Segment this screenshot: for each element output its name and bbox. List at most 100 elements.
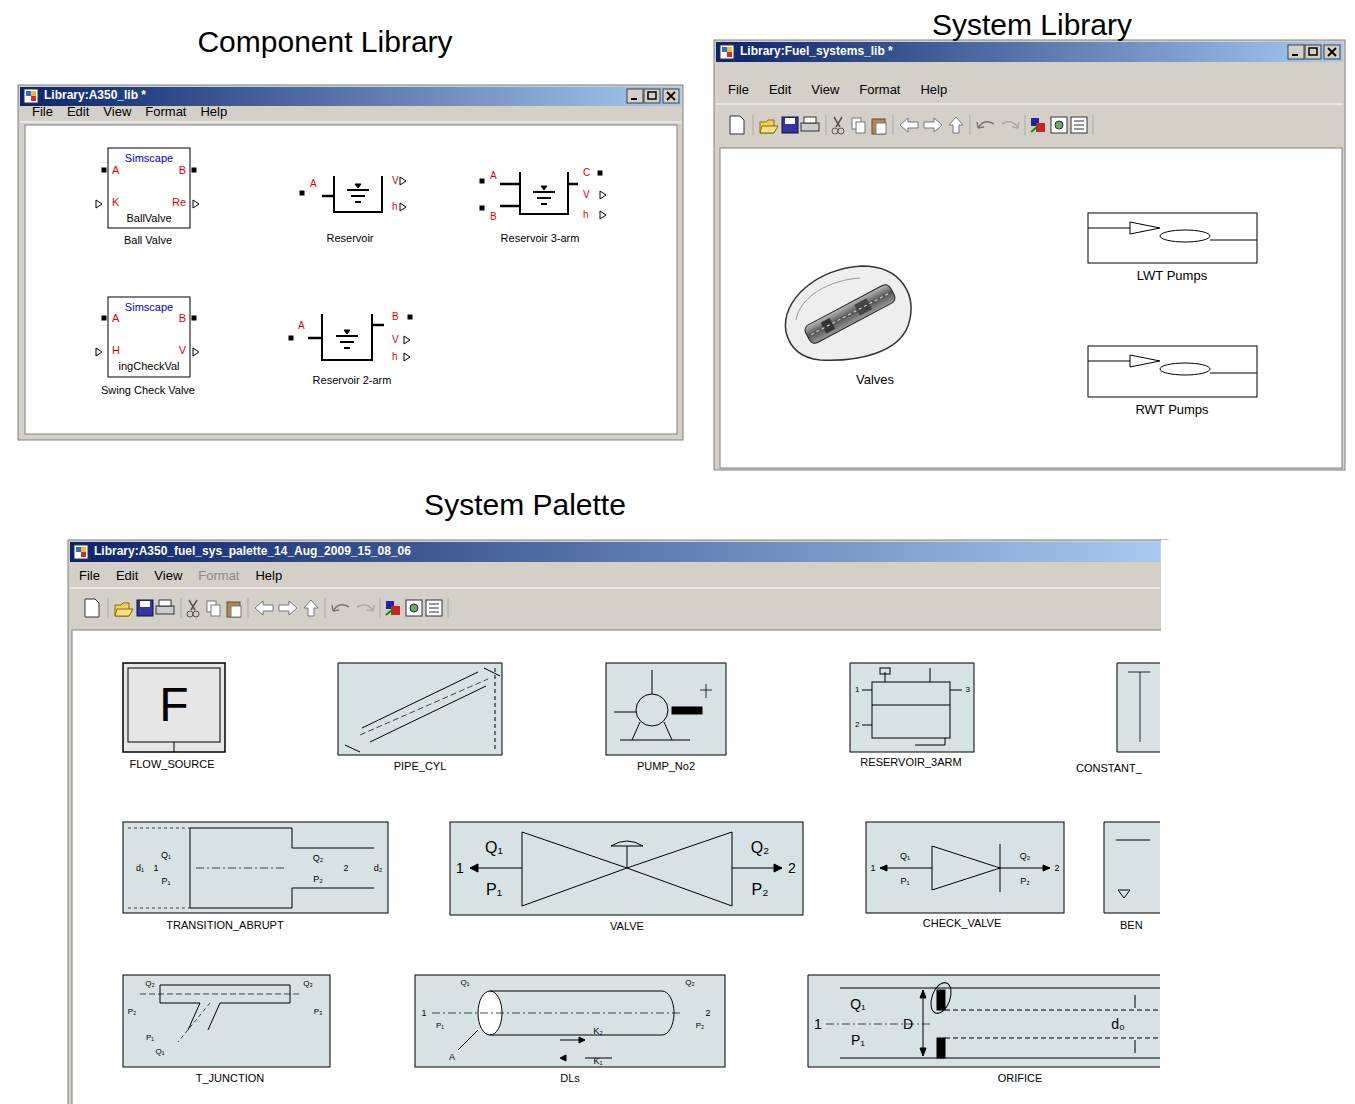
pump-blocks bbox=[1160, 363, 1210, 375]
palette-block: PIPE_CYL bbox=[338, 663, 502, 755]
simscape-blocks bbox=[193, 348, 199, 356]
block-text: P₁ bbox=[851, 1032, 865, 1048]
block-text: H bbox=[112, 344, 120, 357]
palette-window bbox=[85, 598, 448, 618]
block-caption: ORIFICE bbox=[998, 1072, 1043, 1085]
palette-block: CONSTANT_ bbox=[1117, 663, 1160, 752]
palette-block: PUMP_No2 bbox=[606, 663, 726, 755]
block-text: Simscape bbox=[125, 152, 173, 165]
palette-icons bbox=[850, 663, 974, 752]
palette-icons bbox=[128, 828, 190, 908]
simscape-blocks bbox=[102, 316, 106, 320]
valve-picture bbox=[811, 293, 889, 334]
block-text: Q₂ bbox=[685, 978, 694, 987]
reservoir-icons bbox=[289, 336, 293, 340]
palette-icons bbox=[866, 822, 1064, 913]
block-text: 1 bbox=[456, 860, 464, 876]
block-text: B bbox=[179, 312, 186, 325]
menu-item: File bbox=[728, 83, 749, 98]
block-text: 1 bbox=[421, 1008, 426, 1018]
reservoir-icons bbox=[408, 315, 412, 319]
block-text: P₁ bbox=[161, 876, 170, 886]
block-text: Q₁ bbox=[850, 996, 866, 1012]
block-caption: RESERVOIR_3ARM bbox=[860, 756, 961, 769]
block-text: C bbox=[583, 167, 590, 179]
block-text: h bbox=[392, 351, 398, 363]
component-window bbox=[627, 89, 679, 103]
palette-icons bbox=[614, 670, 690, 740]
block-text: P₁ bbox=[900, 876, 909, 886]
block-text: V bbox=[392, 175, 399, 187]
menu-item: Help bbox=[200, 105, 227, 120]
palette-icons bbox=[560, 1037, 585, 1061]
palette-icons bbox=[672, 707, 702, 714]
palette-icons bbox=[123, 822, 388, 913]
palette-window bbox=[68, 540, 1355, 1104]
block-text: A bbox=[449, 1052, 455, 1062]
block-text: A bbox=[112, 164, 119, 177]
pump-subsystem: RWT Pumps bbox=[1088, 346, 1257, 397]
block-text: 1 bbox=[153, 863, 158, 873]
reservoir-icons bbox=[344, 330, 350, 334]
reservoir-icons bbox=[600, 211, 606, 219]
block-text: d₀ bbox=[1111, 1016, 1125, 1032]
block-text: K₁ bbox=[593, 1056, 602, 1066]
palette-block: Q₁1P₁Q₂2P₂VALVE bbox=[450, 822, 803, 915]
reservoir-icons bbox=[480, 206, 484, 210]
block-caption: Library:A350_fuel_sys_palette_14_Aug_200… bbox=[94, 545, 411, 559]
component-window bbox=[24, 89, 38, 103]
palette-icons bbox=[458, 1030, 478, 1050]
simscape-blocks bbox=[96, 348, 102, 356]
palette-icons bbox=[140, 994, 300, 995]
palette-icons bbox=[470, 868, 782, 869]
block-text: Q₂ bbox=[145, 979, 154, 988]
block-text: K bbox=[112, 196, 119, 209]
palette-icons bbox=[636, 694, 668, 726]
palette-block: Q₂P₂Q₃P₃Q₁P₁T_JUNCTION bbox=[123, 975, 330, 1067]
block-text: V bbox=[583, 189, 590, 201]
block-text: Q₁ bbox=[461, 978, 470, 987]
block-text: Q₂ bbox=[1020, 851, 1031, 861]
menu-item: Format bbox=[198, 569, 239, 584]
block-text: 2 bbox=[705, 1008, 710, 1018]
component-window bbox=[18, 85, 683, 440]
block-text: 1 bbox=[855, 685, 859, 694]
block-text: RWT Pumps bbox=[1135, 403, 1208, 418]
block-text: P₂ bbox=[313, 874, 323, 884]
pump-blocks bbox=[1160, 230, 1210, 242]
block-text: 2 bbox=[855, 720, 859, 729]
palette-icons bbox=[178, 1003, 210, 1042]
palette-icons bbox=[1135, 995, 1136, 1053]
library-window: System LibraryLibrary:Fuel_systems_lib *… bbox=[714, 40, 1345, 455]
block-text: Re bbox=[172, 196, 186, 209]
simscape-block: SimscapeABKBallValveReBall Valve bbox=[108, 148, 190, 228]
block-text: P₃ bbox=[314, 1007, 323, 1016]
reservoir-icons bbox=[533, 192, 555, 204]
simscape-blocks bbox=[96, 200, 102, 208]
component-window bbox=[20, 122, 681, 123]
block-caption: FLOW_SOURCE bbox=[130, 758, 215, 771]
block-text: P₁ bbox=[146, 1033, 154, 1042]
system-library-window bbox=[714, 40, 1345, 470]
component-window bbox=[18, 85, 683, 440]
block-text: 3 bbox=[966, 685, 970, 694]
block-caption: VALVE bbox=[610, 920, 644, 933]
palette-icons bbox=[196, 868, 284, 869]
block-text: 2 bbox=[1054, 863, 1059, 873]
block-text: P₂ bbox=[696, 1021, 704, 1030]
palette-icons bbox=[450, 822, 803, 915]
block-text: Q₁ bbox=[156, 1047, 165, 1056]
palette-icons bbox=[123, 663, 1160, 1067]
palette-icons bbox=[880, 865, 1050, 871]
block-text: A bbox=[310, 178, 317, 190]
block-text: B bbox=[490, 211, 497, 223]
reservoir-icons bbox=[520, 172, 568, 214]
menu-item: Edit bbox=[67, 105, 89, 120]
palette-block: d₁1Q₁P₁Q₂2P₂d₂TRANSITION_ABRUPT bbox=[123, 822, 388, 913]
menu-item: Edit bbox=[769, 83, 791, 98]
library-window: Component LibraryLibrary:A350_lib *Simsc… bbox=[18, 85, 683, 440]
block-text: Q₁ bbox=[900, 851, 910, 861]
block-text: Q₁ bbox=[485, 839, 503, 857]
reservoir-icons bbox=[322, 314, 372, 360]
block-text: Q₂ bbox=[751, 839, 770, 857]
